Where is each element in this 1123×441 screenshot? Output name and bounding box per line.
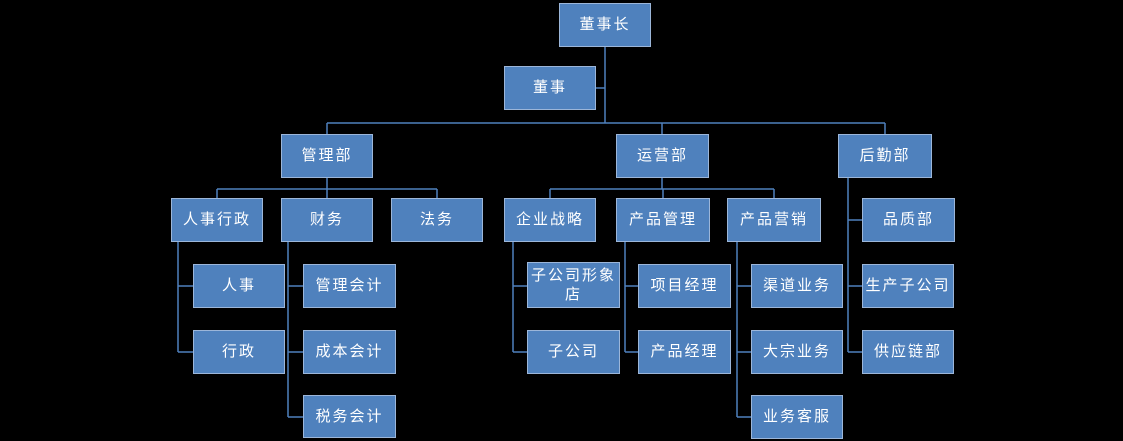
org-node-hr: 人事: [193, 264, 285, 308]
org-node-logistics-dept: 后勤部: [838, 134, 932, 178]
org-node-chairman: 董事长: [559, 3, 651, 47]
org-node-tax-accounting: 税务会计: [303, 395, 396, 438]
org-node-quality-dept: 品质部: [862, 198, 955, 242]
org-node-cost-accounting: 成本会计: [303, 330, 396, 374]
org-node-legal: 法务: [391, 198, 483, 242]
org-node-business-customer-service: 业务客服: [751, 395, 843, 439]
org-node-subsidiary: 子公司: [527, 330, 620, 374]
org-node-production-subsidiary: 生产子公司: [862, 264, 954, 308]
org-node-bulk-business: 大宗业务: [751, 330, 843, 374]
org-node-operations-dept: 运营部: [616, 134, 709, 178]
org-node-corporate-strategy: 企业战略: [504, 198, 596, 242]
org-node-project-manager: 项目经理: [638, 264, 731, 308]
org-node-director: 董事: [504, 66, 596, 110]
org-node-subsidiary-image-store: 子公司形象店: [527, 262, 620, 308]
org-node-finance: 财务: [281, 198, 373, 242]
org-node-product-manager: 产品经理: [638, 330, 731, 374]
org-node-supply-chain-dept: 供应链部: [862, 330, 954, 374]
org-node-admin: 行政: [193, 330, 285, 374]
org-node-hr-admin: 人事行政: [171, 198, 263, 242]
org-node-management-accounting: 管理会计: [303, 264, 396, 308]
org-node-product-marketing: 产品营销: [727, 198, 821, 242]
org-node-management-dept: 管理部: [281, 134, 373, 178]
org-node-product-management: 产品管理: [616, 198, 710, 242]
org-node-channel-business: 渠道业务: [751, 264, 843, 308]
